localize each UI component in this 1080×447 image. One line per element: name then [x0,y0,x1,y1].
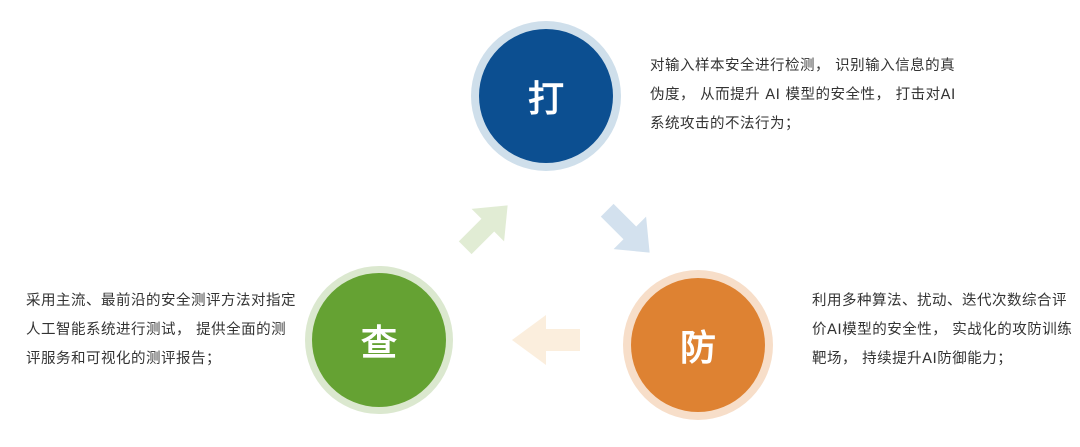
node-cha-circle: 查 [312,273,446,407]
node-cha: 查 [305,266,453,414]
description-fang: 利用多种算法、扰动、迭代次数综合评价AI模型的安全性， 实战化的攻防训练靶场， … [812,293,1073,367]
description-da: 对输入样本安全进行检测， 识别输入信息的真伪度， 从而提升 AI 模型的安全性，… [650,58,956,132]
arrow-top-to-right [600,203,650,253]
node-da: 打 [471,21,621,171]
node-fang: 防 [623,270,773,420]
node-da-circle: 打 [479,29,613,163]
description-cha: 采用主流、最前沿的安全测评方法对指定人工智能系统进行测试， 提供全面的测评服务和… [26,293,296,367]
arrow-right-to-left [512,315,580,365]
node-fang-circle: 防 [631,278,765,412]
arrow-left-to-top [458,205,508,255]
node-cha-label: 查 [360,323,397,364]
node-fang-label: 防 [679,328,716,369]
node-da-label: 打 [527,79,564,120]
